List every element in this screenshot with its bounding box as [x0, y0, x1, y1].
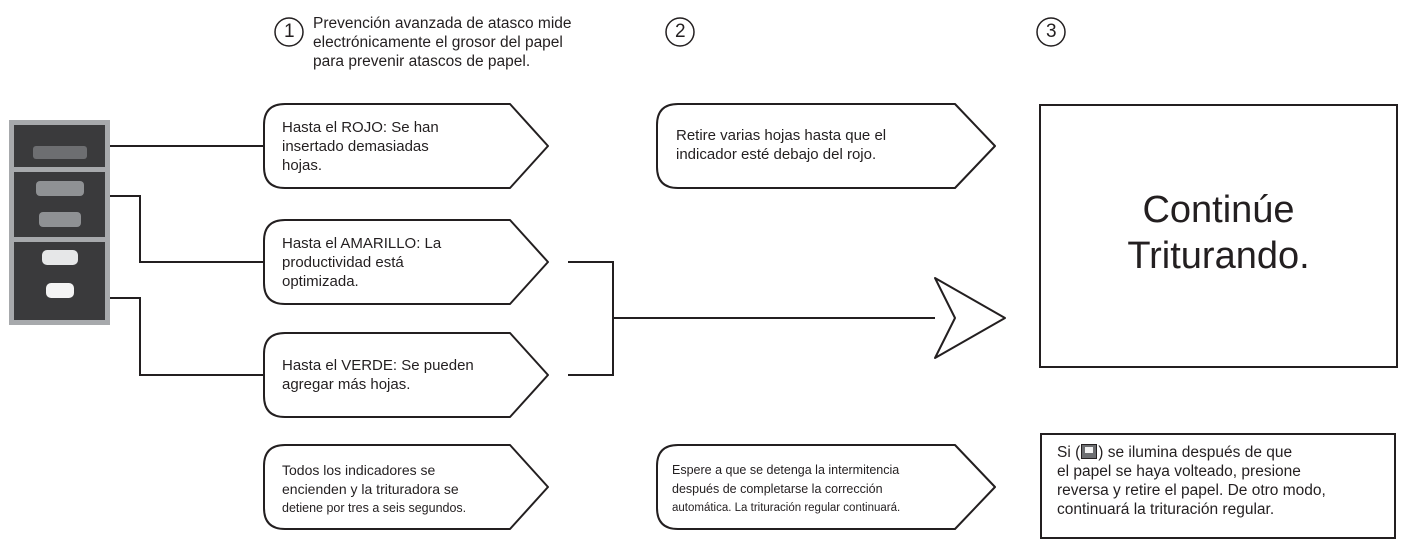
panel-connectors — [110, 145, 264, 376]
step-1-circle — [274, 17, 304, 47]
note-prefix: Si ( — [1057, 444, 1081, 461]
text-line: automática. La trituración regular conti… — [672, 502, 901, 514]
reverse-icon — [1081, 444, 1098, 459]
text-line: Retire varias hojas hasta que el — [676, 127, 887, 144]
result-line: Triturando. — [1127, 235, 1310, 277]
text-line: después de completarse la corrección — [672, 482, 883, 496]
all-indicators-text: Todos los indicadores se encienden y la … — [282, 461, 466, 518]
text-line: agregar más hojas. — [282, 376, 411, 393]
text-line: Hasta el VERDE: Se pueden — [282, 357, 474, 374]
red-indicator-text: Hasta el ROJO: Se han insertado demasiad… — [282, 118, 439, 175]
remove-sheets-box — [656, 103, 996, 189]
text-line: continuará la trituración regular. — [1057, 501, 1275, 518]
step-2-circle — [665, 17, 695, 47]
merge-bracket — [568, 261, 935, 376]
step-3-number: 3 — [1046, 21, 1057, 42]
reverse-note-text: Si ( ) se ilumina después de que el papel… — [1057, 443, 1326, 519]
text-line: insertado demasiadas — [282, 138, 429, 155]
text-line: encienden y la trituradora se — [282, 481, 459, 497]
intro-line: Prevención avanzada de atasco mide — [313, 15, 572, 32]
intro-line: electrónicamente el grosor del papel — [313, 34, 563, 51]
continue-shredding-text: Continúe Triturando. — [1040, 187, 1397, 279]
intro-text: Prevención avanzada de atasco mide elect… — [313, 14, 572, 71]
text-line: optimizada. — [282, 273, 359, 290]
text-line: Hasta el AMARILLO: La — [282, 235, 442, 252]
text-line: Hasta el ROJO: Se han — [282, 119, 439, 136]
shredder-indicator-panel-icon — [9, 120, 110, 325]
red-indicator-box — [263, 103, 549, 189]
result-line: Continúe — [1142, 189, 1295, 231]
green-indicator-box — [263, 332, 549, 418]
text-line: indicador esté debajo del rojo. — [676, 146, 877, 163]
wait-text: Espere a que se detenga la intermitencia… — [672, 461, 900, 518]
yellow-indicator-box — [263, 219, 549, 305]
wait-box — [656, 444, 996, 530]
continue-shredding-box — [1039, 104, 1398, 368]
text-line: hojas. — [282, 157, 323, 174]
arrow-box-shapes — [263, 103, 996, 530]
yellow-indicator-text: Hasta el AMARILLO: La productividad está… — [282, 234, 441, 291]
reverse-note-box — [1040, 433, 1396, 539]
text-line: productividad está — [282, 254, 404, 271]
continue-arrow-head — [934, 277, 1006, 359]
green-indicator-text: Hasta el VERDE: Se pueden agregar más ho… — [282, 356, 474, 394]
text-line: Espere a que se detenga la intermitencia — [672, 463, 900, 477]
note-suffix: ) se ilumina después de que — [1098, 444, 1293, 461]
text-line: reversa y retire el papel. De otro modo, — [1057, 482, 1326, 499]
step-2-number: 2 — [675, 21, 686, 42]
text-line: detiene por tres a seis segundos. — [282, 501, 467, 515]
all-indicators-box — [263, 444, 549, 530]
text-line: el papel se haya volteado, presione — [1057, 463, 1301, 480]
text-line: Todos los indicadores se — [282, 462, 436, 478]
step-3-circle — [1036, 17, 1066, 47]
intro-line: para prevenir atascos de papel. — [313, 53, 531, 70]
step-1-number: 1 — [284, 21, 295, 42]
remove-sheets-text: Retire varias hojas hasta que el indicad… — [676, 126, 886, 164]
note-first-line: Si ( ) se ilumina después de que — [1057, 443, 1326, 462]
